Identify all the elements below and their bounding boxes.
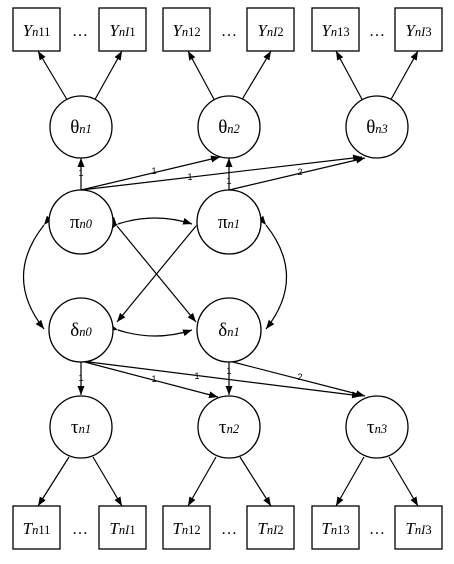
edge-tau1-Tn11 xyxy=(37,456,70,507)
svg-text:TnI1: TnI1 xyxy=(109,519,135,538)
cov-pi1-delta1 xyxy=(257,215,288,330)
cov-delta0-delta1 xyxy=(108,323,193,337)
svg-text:πn0: πn0 xyxy=(70,212,93,233)
edge-tau3-TnI3 xyxy=(388,456,419,507)
svg-text:YnI3: YnI3 xyxy=(405,21,431,40)
edge-theta1-Yn11 xyxy=(37,50,70,104)
edge-tau3-Tn13 xyxy=(335,456,365,507)
edge-theta3-Yn13 xyxy=(335,50,365,104)
indicator-box-Yn11: Yn11 xyxy=(12,7,61,52)
ellipsis-top-3: … xyxy=(369,23,385,40)
svg-text:Tn12: Tn12 xyxy=(172,519,200,538)
svg-text:Tn11: Tn11 xyxy=(23,519,51,538)
edge-theta3-YnI3 xyxy=(388,50,419,104)
indicator-box-Tn12: Tn12 xyxy=(162,505,211,550)
svg-text:Yn11: Yn11 xyxy=(23,21,51,40)
indicator-box-Yn13: Yn13 xyxy=(311,7,360,52)
edge-tau1-TnI1 xyxy=(92,456,123,507)
indicator-box-Tn11: Tn11 xyxy=(12,505,61,550)
edge-theta1-YnI1 xyxy=(92,50,123,104)
weight-delta0-tau2: 1 xyxy=(151,374,156,384)
svg-text:YnI1: YnI1 xyxy=(109,21,135,40)
ellipsis-bottom-2: … xyxy=(221,521,237,538)
svg-text:Tn13: Tn13 xyxy=(321,519,349,538)
node-tau-n1: τn1 xyxy=(49,395,113,459)
svg-text:δn0: δn0 xyxy=(70,320,92,341)
ellipsis-top-2: … xyxy=(221,23,237,40)
weight-delta0-tau3: 1 xyxy=(194,371,199,381)
indicator-box-YnI3: YnI3 xyxy=(394,7,443,52)
svg-text:θn3: θn3 xyxy=(366,117,388,138)
edge-theta2-Yn12 xyxy=(187,50,217,104)
node-theta-n1: θn1 xyxy=(49,95,113,159)
svg-text:θn1: θn1 xyxy=(70,117,92,138)
edge-pi0-theta2 xyxy=(80,155,221,191)
indicator-box-YnI1: YnI1 xyxy=(98,7,147,52)
svg-text:Yn13: Yn13 xyxy=(321,21,349,40)
indicator-box-TnI2: TnI2 xyxy=(246,505,295,550)
weight-pi0-theta1: 1 xyxy=(78,168,83,178)
weight-pi1-theta3: 2 xyxy=(297,167,302,177)
svg-text:Yn12: Yn12 xyxy=(172,21,200,40)
svg-text:τn1: τn1 xyxy=(71,417,91,438)
svg-text:πn1: πn1 xyxy=(218,212,240,233)
svg-text:τn2: τn2 xyxy=(219,417,239,438)
ellipsis-bottom-3: … xyxy=(369,521,385,538)
weight-delta1-tau2: 1 xyxy=(226,366,231,376)
edge-tau2-Tn12 xyxy=(187,456,217,507)
svg-text:TnI2: TnI2 xyxy=(257,519,283,538)
indicator-box-Tn13: Tn13 xyxy=(311,505,360,550)
weight-pi0-theta3: 1 xyxy=(187,172,192,182)
indicator-box-TnI3: TnI3 xyxy=(394,505,443,550)
edge-pi0-theta3 xyxy=(80,154,363,191)
edge-pi1-theta3 xyxy=(228,156,366,191)
cov-pi1-delta0 xyxy=(116,216,205,323)
svg-text:δn1: δn1 xyxy=(218,320,239,341)
cov-pi0-pi1 xyxy=(108,217,193,231)
svg-text:θn2: θn2 xyxy=(218,117,240,138)
svg-text:YnI2: YnI2 xyxy=(257,21,283,40)
node-tau-n2: τn2 xyxy=(197,395,261,459)
edge-tau2-TnI2 xyxy=(239,456,272,507)
ellipsis-top-1: … xyxy=(72,23,88,40)
weight-pi1-theta2: 1 xyxy=(226,176,231,186)
indicator-box-Yn12: Yn12 xyxy=(162,7,211,52)
indicator-box-YnI2: YnI2 xyxy=(246,7,295,52)
node-theta-n3: θn3 xyxy=(345,95,409,159)
weight-pi0-theta2: 1 xyxy=(151,166,156,176)
weight-delta1-tau3: 2 xyxy=(297,372,302,382)
node-pi-n1: πn1 xyxy=(196,189,262,255)
edge-delta0-tau2 xyxy=(80,360,219,399)
node-delta-n1: δn1 xyxy=(196,297,262,363)
weight-delta0-tau1: 1 xyxy=(78,373,83,383)
node-theta-n2: θn2 xyxy=(197,95,261,159)
indicator-box-TnI1: TnI1 xyxy=(98,505,147,550)
svg-text:TnI3: TnI3 xyxy=(405,519,431,538)
edge-delta1-tau3 xyxy=(228,360,366,398)
node-tau-n3: τn3 xyxy=(345,395,409,459)
edge-delta0-tau3 xyxy=(80,360,362,399)
node-pi-n0: πn0 xyxy=(48,189,114,255)
cov-pi0-delta0 xyxy=(22,215,53,330)
edge-theta2-YnI2 xyxy=(239,50,272,104)
svg-text:τn3: τn3 xyxy=(367,417,387,438)
node-delta-n0: δn0 xyxy=(48,297,114,363)
ellipsis-bottom-1: … xyxy=(72,521,88,538)
